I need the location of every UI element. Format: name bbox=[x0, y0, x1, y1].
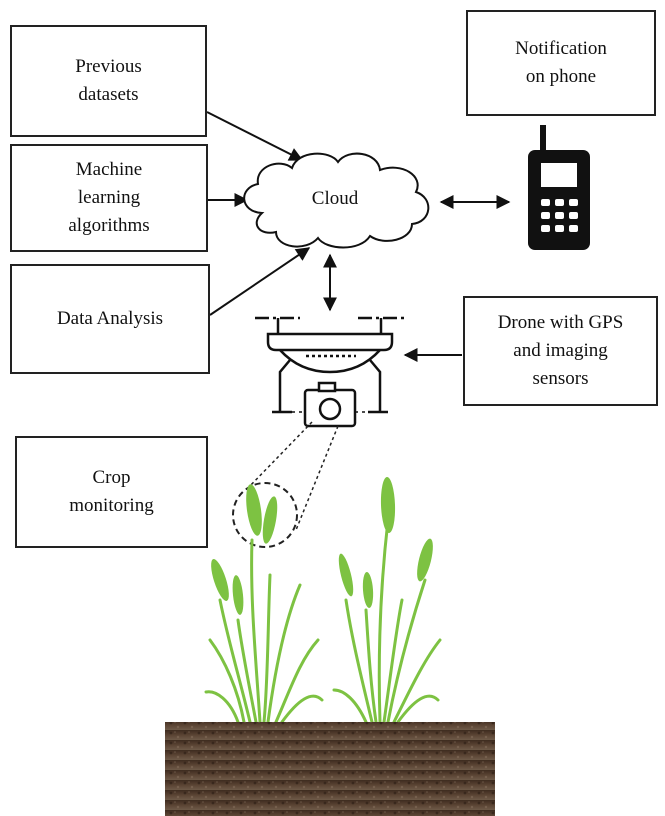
ml-algorithms-line-3: algorithms bbox=[68, 215, 150, 236]
arrow-datasets-to-cloud bbox=[206, 111, 304, 161]
arrow-analysis-to-cloud bbox=[209, 247, 311, 316]
previous-datasets-line-1: Previous bbox=[75, 56, 142, 77]
crop-monitoring-line-1: Crop bbox=[92, 467, 131, 488]
notification-line-1: Notification bbox=[515, 38, 607, 59]
drone-line-2: and imaging bbox=[513, 340, 608, 361]
wheat-plant-illustration bbox=[204, 477, 442, 724]
drone-box: Drone with GPS and imaging sensors bbox=[463, 296, 658, 406]
data-analysis-box: Data Analysis bbox=[10, 264, 210, 374]
previous-datasets-box: Previous datasets bbox=[10, 25, 207, 137]
drone-line-3: sensors bbox=[532, 368, 589, 389]
camera-view-cone bbox=[232, 421, 339, 548]
ml-algorithms-box: Machine learning algorithms bbox=[10, 144, 208, 252]
drone-line-1: Drone with GPS bbox=[497, 312, 624, 333]
ml-algorithms-line-1: Machine bbox=[75, 159, 143, 180]
crop-monitoring-line-2: monitoring bbox=[69, 495, 154, 516]
cloud-label: Cloud bbox=[311, 188, 359, 209]
camera-icon bbox=[303, 381, 357, 428]
cloud-shape bbox=[243, 152, 430, 249]
previous-datasets-line-2: datasets bbox=[78, 84, 139, 105]
ml-algorithms-line-2: learning bbox=[77, 187, 141, 208]
data-analysis-line-1: Data Analysis bbox=[56, 308, 164, 329]
notification-box: Notification on phone bbox=[466, 10, 656, 116]
mobile-phone-icon bbox=[528, 125, 590, 250]
crop-monitoring-box: Crop monitoring bbox=[15, 436, 208, 548]
soil-block bbox=[165, 722, 495, 816]
notification-line-2: on phone bbox=[525, 66, 597, 87]
